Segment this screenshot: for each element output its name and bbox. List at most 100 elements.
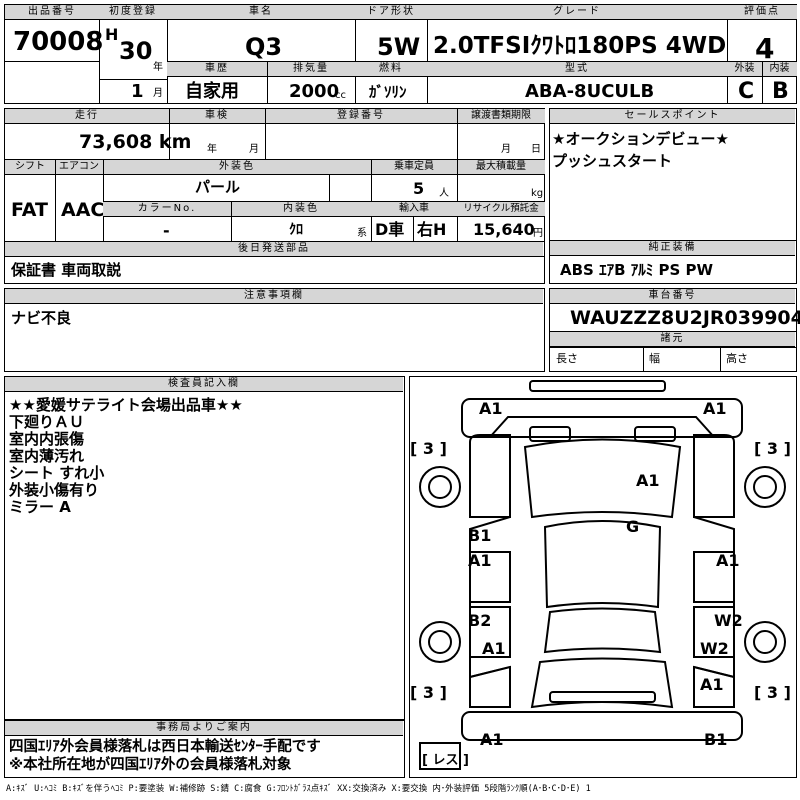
color-label: 外装色: [103, 160, 371, 175]
door-type: 5W: [377, 33, 421, 61]
legend: A:ｷｽﾞ U:ﾍｺﾐ B:ｷｽﾞを伴うﾍｺﾐ P:要塗装 W:補修跡 S:錆 …: [6, 784, 591, 794]
mark-rear-door-right: W2: [714, 611, 743, 630]
later-parts-text: 保証書 車両取説: [11, 261, 122, 279]
displacement-label: 排気量: [267, 62, 355, 77]
recycle-unit: 円: [533, 228, 543, 239]
inspector-line-3: 室内内張傷: [9, 430, 85, 448]
mark-rear-quarter-right-2: A1: [700, 675, 724, 694]
ac-label: エアコン: [55, 160, 103, 175]
lot-no-label: 出品番号: [5, 5, 99, 20]
model-type: ABA-8UCULB: [525, 81, 655, 102]
office-line-1: 四国ｴﾘｱ外会員様落札は西日本輸送ｾﾝﾀｰ手配です: [9, 739, 321, 755]
inspector-block: 検査員記入欄 ★★愛媛サテライト会場出品車★★ 下廻りＡＵ 室内内張傷 室内薄汚…: [4, 376, 405, 720]
load-label: 最大積載量: [457, 160, 545, 175]
inspector-line-7: ミラー A: [9, 498, 71, 516]
notes-text: ナビ不良: [11, 309, 72, 327]
history-label: 車歴: [167, 62, 267, 77]
reg-month: 1: [131, 81, 144, 102]
sales-points-block: セールスポイント ★オークションデビュー★ プッシュスタート: [549, 108, 797, 241]
reg-no-label: 登録番号: [265, 109, 457, 124]
equipment-label: 純正装備: [550, 241, 795, 256]
model-label: 車名: [167, 5, 355, 20]
later-parts-label: 後日発送部品: [5, 242, 543, 257]
inspector-line-5: シート すれ小: [9, 464, 105, 482]
deadline-day-unit: 日: [531, 144, 541, 155]
mark-rear-right: B1: [704, 730, 728, 749]
mileage: 73,608 km: [79, 131, 192, 153]
sales-points-label: セールスポイント: [550, 109, 795, 124]
score: 4: [755, 32, 775, 65]
mark-front-right: A1: [703, 399, 727, 418]
chassis-number: WAUZZZ8U2JR039904: [570, 307, 800, 329]
capacity-label: 乗車定員: [371, 160, 457, 175]
mark-tire-fl: [ 3 ]: [410, 439, 447, 458]
color-no: -: [163, 221, 170, 240]
interior-color: ｸﾛ: [289, 222, 303, 238]
header-block: 出品番号 初度登録 車名 ドア形状 グレード 評価点 70008 H 30 年 …: [4, 4, 797, 104]
length-label: 長さ: [556, 352, 578, 365]
interior-color-unit: 系: [357, 228, 367, 239]
inspector-label: 検査員記入欄: [5, 377, 403, 392]
ext-label: 外装: [727, 62, 762, 77]
recycle-fee: 15,640: [473, 220, 535, 239]
inspection-year-unit: 年: [207, 144, 217, 155]
fuel: ｶﾞｿﾘﾝ: [369, 83, 407, 101]
car-outline: [419, 380, 786, 770]
equipment-block: 純正装備 ABS ｴｱB ｱﾙﾐ PS PW: [549, 240, 797, 284]
door-label: ドア形状: [355, 5, 427, 20]
details-block: 走行 車検 登録番号 譲渡書類期限 73,608 km 年 月 月 日 シフト …: [4, 108, 545, 257]
displacement-unit: cc: [335, 90, 346, 101]
inspector-line-2: 下廻りＡＵ: [9, 413, 85, 431]
mark-front-door-right: A1: [716, 551, 740, 570]
mark-spare: [ レス ]: [422, 753, 469, 768]
fuel-label: 燃料: [355, 62, 427, 77]
lot-number: 70008: [13, 27, 104, 57]
mark-tire-rl: [ 3 ]: [410, 683, 447, 702]
ac: AAC: [61, 199, 105, 221]
inspector-line-6: 外装小傷有り: [9, 481, 100, 499]
displacement: 2000: [289, 81, 340, 102]
mark-front-door-left-lower: A1: [468, 551, 492, 570]
notes-label: 注意事項欄: [5, 289, 543, 304]
mark-hood: A1: [636, 471, 660, 490]
office-block: 事務局よりご案内 四国ｴﾘｱ外会員様落札は西日本輸送ｾﾝﾀｰ手配です ※本社所在…: [4, 720, 405, 778]
later-parts-block: 保証書 車両取説: [4, 256, 545, 284]
chassis-label: 車台番号: [550, 289, 795, 304]
mark-tire-rr: [ 3 ]: [754, 683, 791, 702]
sales-points-line-2: プッシュスタート: [552, 152, 673, 170]
mark-rear-left: A1: [480, 730, 504, 749]
damage-diagram: A1 A1 [ 3 ] [ 3 ] A1 G B1 A1 A1 B2 A1 W2…: [409, 376, 797, 778]
mark-front-left: A1: [479, 399, 503, 418]
type-label: 型式: [427, 62, 727, 77]
interior-color-label: 内装色: [231, 202, 371, 217]
capacity-unit: 人: [439, 188, 449, 199]
sales-points-line-1: ★オークションデビュー★: [552, 130, 729, 148]
history: 自家用: [185, 81, 239, 102]
mark-rear-door-left: B2: [468, 611, 492, 630]
height-label: 高さ: [726, 352, 748, 365]
office-line-2: ※本社所在地が四国ｴﾘｱ外の会員様落札対象: [9, 757, 292, 773]
deadline-month-unit: 月: [501, 144, 511, 155]
era: H: [105, 25, 119, 44]
specs-label: 諸元: [550, 332, 795, 347]
int-label: 内装: [762, 62, 797, 77]
load-unit: kg: [531, 188, 544, 199]
color: パール: [195, 178, 241, 196]
model-name: Q3: [245, 33, 283, 61]
capacity: 5: [413, 179, 425, 198]
ext-grade: C: [738, 79, 755, 104]
score-label: 評価点: [727, 5, 797, 20]
chassis-block: 車台番号 WAUZZZ8U2JR039904 諸元 長さ 幅 高さ: [549, 288, 800, 372]
int-grade: B: [772, 79, 789, 104]
mark-rear-quarter-left: A1: [482, 639, 506, 658]
recycle-label: リサイクル預託金: [457, 202, 545, 217]
grade: 2.0TFSIｸﾜﾄﾛ180PS 4WD: [433, 33, 727, 59]
width-label: 幅: [649, 352, 660, 365]
import-label: 輸入車: [371, 202, 457, 217]
first-reg-label: 初度登録: [99, 5, 167, 20]
inspection-label: 車検: [169, 109, 265, 124]
color-no-label: カラーNo.: [103, 202, 231, 217]
mark-tire-fr: [ 3 ]: [754, 439, 791, 458]
inspector-line-4: 室内薄汚れ: [9, 447, 85, 465]
mark-roof: G: [626, 517, 640, 536]
